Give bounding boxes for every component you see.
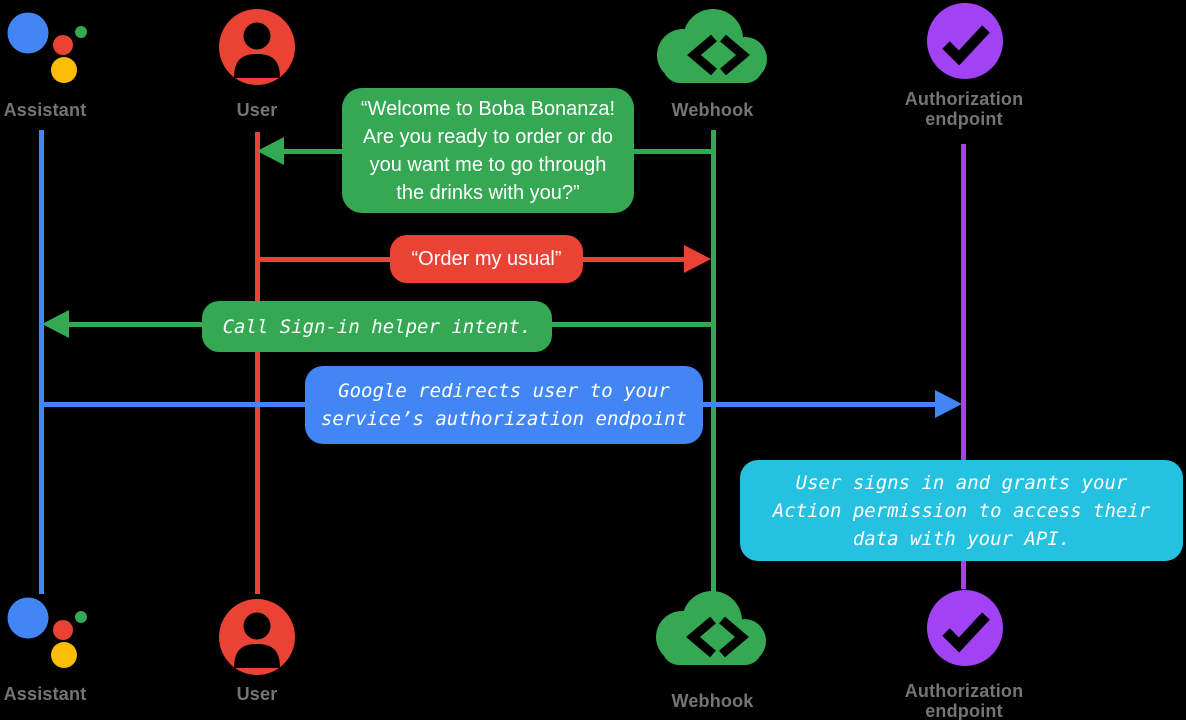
grant-note-bubble: User signs in and grants your Action per… xyxy=(740,460,1183,561)
welcome-message-arrowhead xyxy=(257,137,284,165)
user-lifeline xyxy=(255,132,260,594)
webhook-label-top: Webhook xyxy=(671,100,754,120)
grant-line-1: User signs in and grants your xyxy=(795,471,1128,494)
grant-line-2: Action permission to access their xyxy=(772,499,1151,522)
order-message-arrowhead xyxy=(684,245,711,273)
auth-label-line-2: endpoint xyxy=(925,109,1003,129)
grant-line-3: data with your API. xyxy=(852,527,1071,550)
order-line-1: “Order my usual” xyxy=(411,248,562,270)
user-label-bottom: User xyxy=(236,684,278,704)
auth-endpoint-label-top: Authorization endpoint xyxy=(894,89,1034,129)
auth-label-bottom-line-1: Authorization xyxy=(904,681,1024,701)
user-icon-bottom xyxy=(219,599,295,675)
assistant-lifeline xyxy=(39,130,44,594)
auth-check-icon-bottom xyxy=(927,590,1003,666)
redirect-line-2: service’s authorization endpoint xyxy=(320,408,688,430)
auth-endpoint-label-bottom: Authorization endpoint xyxy=(894,681,1034,720)
google-assistant-icon-bottom xyxy=(7,597,87,668)
signin-intent-arrowhead xyxy=(42,310,69,338)
welcome-line-2: Are you ready to order or do xyxy=(362,125,614,148)
webhook-label-bottom: Webhook xyxy=(671,691,754,711)
user-icon xyxy=(219,9,295,85)
auth-endpoint-lifeline xyxy=(961,144,966,589)
assistant-label-bottom: Assistant xyxy=(3,684,87,704)
welcome-line-4: the drinks with you?” xyxy=(396,181,580,204)
welcome-line-1: “Welcome to Boba Bonanza! xyxy=(360,97,616,120)
welcome-line-3: you want me to go through xyxy=(369,153,607,176)
user-label-top: User xyxy=(236,100,278,120)
assistant-label-top: Assistant xyxy=(3,100,87,120)
auth-label-bottom-line-2: endpoint xyxy=(925,701,1003,720)
auth-label-line-1: Authorization xyxy=(904,89,1024,109)
signin-line-1: Call Sign-in helper intent. xyxy=(222,315,532,338)
redirect-bubble: Google redirects user to your service’s … xyxy=(305,366,703,444)
signin-intent-bubble: Call Sign-in helper intent. xyxy=(202,301,552,352)
webhook-lifeline xyxy=(711,130,716,592)
order-message-bubble: “Order my usual” xyxy=(390,235,583,283)
redirect-arrowhead xyxy=(935,390,962,418)
webhook-cloud-icon-bottom xyxy=(656,591,766,665)
auth-check-icon xyxy=(927,3,1003,79)
redirect-line-1: Google redirects user to your xyxy=(338,380,670,402)
webhook-cloud-icon xyxy=(657,9,767,83)
welcome-message-bubble: “Welcome to Boba Bonanza! Are you ready … xyxy=(342,88,634,213)
google-assistant-icon xyxy=(7,12,87,83)
